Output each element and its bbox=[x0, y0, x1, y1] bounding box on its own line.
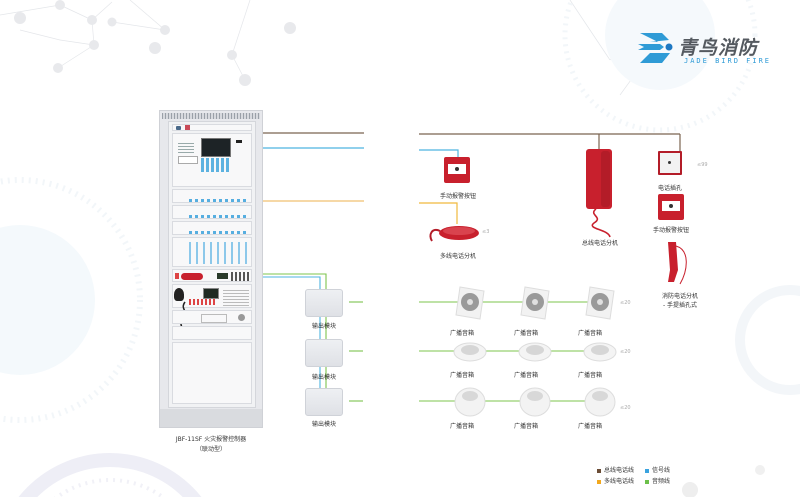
phone-jack-label: 电话插孔 bbox=[657, 185, 682, 192]
printer-slot bbox=[178, 156, 198, 164]
manual-alarm-button-device bbox=[444, 157, 470, 183]
indicator-strip bbox=[172, 124, 252, 131]
speaker-row-2-count: ≤20 bbox=[620, 349, 631, 355]
legend-item-multi-phone: 多线电话线 bbox=[597, 476, 634, 485]
output-module-2 bbox=[305, 339, 343, 367]
manual-alarm-button-device-2 bbox=[658, 194, 684, 220]
signal-wire-right bbox=[419, 149, 459, 157]
key-switch-panel bbox=[172, 310, 252, 324]
controller-type-label: （联动型） bbox=[195, 446, 226, 453]
multi-line-phone-label: 多线电话分机 bbox=[439, 253, 476, 260]
bus-phone-label: 总线电话分机 bbox=[581, 240, 618, 247]
host-handset bbox=[181, 273, 203, 280]
legend-swatch-brown bbox=[597, 468, 601, 473]
dome-speaker-icon bbox=[584, 387, 616, 417]
manual-control-panel-3 bbox=[172, 221, 252, 235]
ceiling-speaker-icon bbox=[583, 342, 617, 362]
multi-line-phone-count: ≤3 bbox=[482, 229, 490, 235]
signal-wire-cabinet bbox=[263, 276, 321, 289]
lcd-display bbox=[201, 138, 231, 157]
speaker-label: 广播音箱 bbox=[449, 372, 474, 379]
bus-phone-device bbox=[586, 149, 612, 209]
multi-line-phone-icon bbox=[429, 226, 479, 242]
speaker-label: 广播音箱 bbox=[449, 423, 474, 430]
speaker-row-3 bbox=[454, 387, 616, 417]
status-leds bbox=[178, 143, 194, 153]
speaker-row-1-count: ≤20 bbox=[620, 300, 631, 306]
controller-model-label: JBF-11SF 火灾报警控制器 bbox=[175, 436, 247, 443]
square-speaker-icon bbox=[520, 286, 550, 320]
keypad bbox=[201, 158, 229, 172]
jade-bird-logo-icon bbox=[638, 33, 673, 63]
cabinet-vent bbox=[162, 113, 260, 119]
blank-panel-2 bbox=[172, 342, 252, 404]
multi-phone-wire-right bbox=[419, 202, 458, 224]
legend-item-bus-phone: 总线电话线 bbox=[597, 465, 634, 474]
phone-host-panel bbox=[172, 269, 252, 282]
cabinet-base bbox=[160, 409, 262, 427]
speaker-label: 广播音箱 bbox=[513, 423, 538, 430]
manual-alarm-button-label-2: 手动报警按钮 bbox=[652, 227, 689, 234]
multi-line-control-panel bbox=[172, 237, 252, 267]
output-module-label-1: 输出模块 bbox=[311, 323, 336, 330]
main-control-panel bbox=[172, 133, 252, 187]
speaker-label: 广播音箱 bbox=[513, 372, 538, 379]
microphone-icon bbox=[174, 288, 184, 301]
ceiling-speaker-icon bbox=[453, 342, 487, 362]
legend-item-audio: 音频线 bbox=[645, 476, 670, 485]
output-module-label-2: 输出模块 bbox=[311, 374, 336, 381]
dome-speaker-icon bbox=[454, 387, 486, 417]
cabinet-panel-frame bbox=[168, 121, 256, 408]
legend-swatch-green bbox=[645, 479, 649, 484]
blank-panel-1 bbox=[172, 326, 252, 340]
dome-speaker-icon bbox=[519, 387, 551, 417]
handheld-fire-phone-icon bbox=[668, 242, 687, 285]
speaker-label: 广播音箱 bbox=[513, 330, 538, 337]
output-module-label-3: 输出模块 bbox=[311, 421, 336, 428]
broadcast-panel bbox=[172, 284, 252, 308]
fire-alarm-controller-cabinet bbox=[159, 110, 263, 428]
speaker-row-2 bbox=[453, 342, 617, 362]
audio-wire-cabinet bbox=[263, 273, 327, 289]
broadcast-display bbox=[203, 288, 219, 299]
brand-name-en: JADE BIRD FIRE bbox=[684, 57, 772, 65]
phone-cord-icon bbox=[591, 208, 611, 238]
phone-jack-count: ≤99 bbox=[697, 162, 708, 168]
legend-item-signal: 信号线 bbox=[645, 465, 670, 474]
manual-alarm-button-label-1: 手动报警按钮 bbox=[439, 193, 476, 200]
manual-control-panel-2 bbox=[172, 205, 252, 219]
ceiling-speaker-icon bbox=[518, 342, 552, 362]
legend-swatch-blue bbox=[645, 468, 649, 473]
speaker-label: 广播音箱 bbox=[577, 330, 602, 337]
square-speaker-icon bbox=[585, 286, 615, 320]
brand-name-cn: 青鸟消防 bbox=[678, 37, 759, 59]
square-speaker-icon bbox=[455, 286, 485, 320]
phone-jack-device bbox=[658, 151, 682, 175]
output-module-1 bbox=[305, 289, 343, 317]
speaker-label: 广播音箱 bbox=[577, 372, 602, 379]
speaker-label: 广播音箱 bbox=[449, 330, 474, 337]
fire-phone-label-line2: - 手提插孔式 bbox=[662, 302, 698, 309]
usb-port bbox=[236, 140, 242, 143]
legend-swatch-orange bbox=[597, 479, 601, 484]
fire-phone-label-line1: 消防电话分机 bbox=[661, 293, 698, 300]
speaker-row-3-count: ≤20 bbox=[620, 405, 631, 411]
manual-control-panel-1 bbox=[172, 189, 252, 203]
output-module-3 bbox=[305, 388, 343, 416]
speaker-label: 广播音箱 bbox=[577, 423, 602, 430]
speaker-row-1 bbox=[455, 286, 615, 320]
